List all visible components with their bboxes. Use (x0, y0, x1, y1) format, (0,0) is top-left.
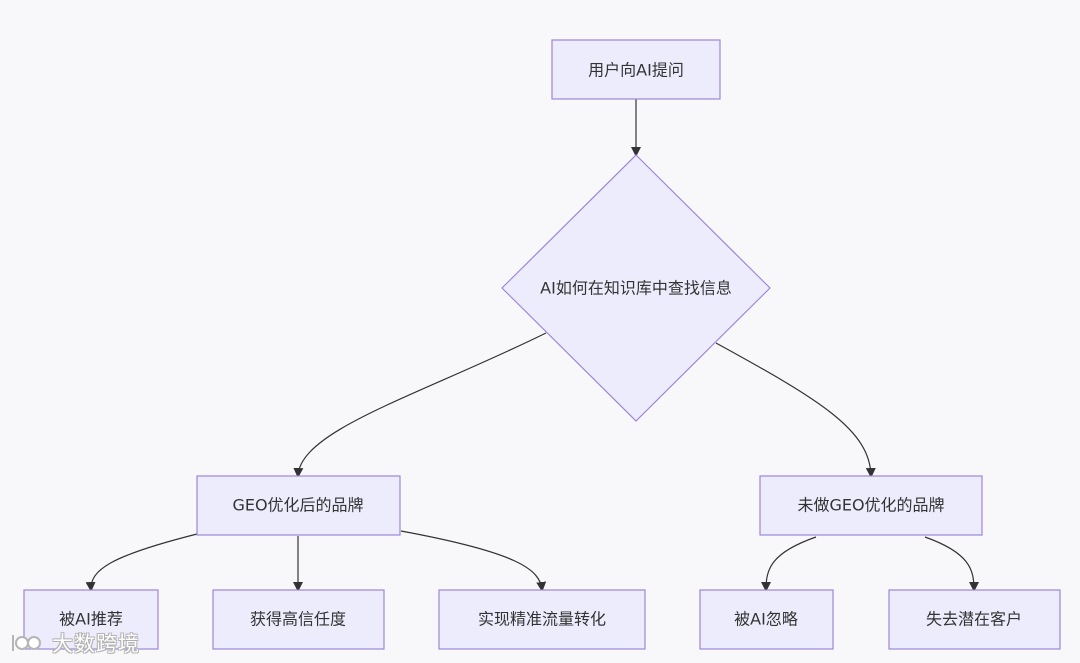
node-conversion-label: 实现精准流量转化 (478, 610, 606, 629)
node-trust-label: 获得高信任度 (250, 610, 346, 629)
node-decision-label: AI如何在知识库中查找信息 (540, 279, 732, 298)
node-decision[interactable]: AI如何在知识库中查找信息 (501, 154, 771, 422)
watermark: 大数跨境 (10, 630, 140, 656)
edges (85, 99, 979, 592)
node-start-label: 用户向AI提问 (588, 61, 684, 80)
brand-logo-icon (12, 635, 41, 651)
edge-unoptimized-to-ignored (761, 536, 817, 592)
watermark-text: 大数跨境 (52, 632, 140, 656)
node-conversion[interactable]: 实现精准流量转化 (438, 589, 646, 650)
node-optimized[interactable]: GEO优化后的品牌 (196, 475, 401, 536)
node-start[interactable]: 用户向AI提问 (551, 39, 721, 100)
edge-decision-to-unoptimized (715, 342, 876, 478)
edge-optimized-to-recommended (85, 533, 198, 592)
node-recommended[interactable]: 被AI推荐 (23, 589, 159, 650)
node-ignored-label: 被AI忽略 (734, 610, 798, 629)
node-recommended-label: 被AI推荐 (59, 610, 123, 629)
edge-unoptimized-to-lost (924, 536, 979, 592)
node-unoptimized-label: 未做GEO优化的品牌 (797, 496, 944, 515)
node-unoptimized[interactable]: 未做GEO优化的品牌 (759, 475, 983, 536)
edge-optimized-to-conversion (400, 530, 547, 592)
edge-decision-to-optimized (293, 332, 547, 478)
node-trust[interactable]: 获得高信任度 (212, 589, 385, 650)
node-lost-label: 失去潜在客户 (926, 610, 1022, 629)
node-optimized-label: GEO优化后的品牌 (232, 496, 363, 515)
node-ignored[interactable]: 被AI忽略 (699, 589, 834, 650)
node-lost[interactable]: 失去潜在客户 (888, 589, 1061, 650)
